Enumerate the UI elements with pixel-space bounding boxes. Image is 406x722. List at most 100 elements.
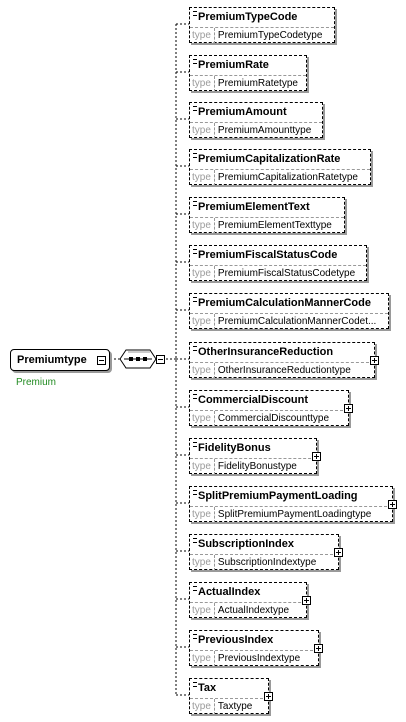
type-label: type bbox=[190, 76, 215, 92]
collapse-icon[interactable] bbox=[97, 356, 106, 365]
element-annotation-icon bbox=[193, 106, 197, 111]
type-label: type bbox=[190, 170, 215, 186]
element-annotation-icon bbox=[193, 682, 197, 687]
element-annotation-icon bbox=[193, 394, 197, 399]
root-element-box[interactable]: Premiumtype bbox=[10, 349, 110, 371]
expand-icon[interactable] bbox=[388, 500, 397, 509]
element-name: PreviousIndex bbox=[198, 634, 274, 646]
element-annotation-icon bbox=[193, 249, 197, 254]
expand-icon[interactable] bbox=[302, 596, 311, 605]
element-name: PremiumCapitalizationRate bbox=[198, 153, 341, 165]
element-name: PremiumTypeCode bbox=[198, 11, 298, 23]
element-name: PremiumAmount bbox=[198, 106, 287, 118]
element-name: OtherInsuranceReduction bbox=[198, 346, 334, 358]
sequence-icon bbox=[120, 349, 157, 369]
type-value: SubscriptionIndextype bbox=[217, 557, 317, 568]
collapse-sequence-icon[interactable] bbox=[156, 355, 165, 364]
element-name: SubscriptionIndex bbox=[198, 538, 294, 550]
type-value: ActualIndextype bbox=[217, 605, 290, 616]
element-name: PremiumFiscalStatusCode bbox=[198, 249, 338, 261]
type-value: PremiumElementTexttype bbox=[217, 220, 332, 231]
expand-icon[interactable] bbox=[370, 356, 379, 365]
type-label: type bbox=[190, 266, 215, 282]
type-value: PreviousIndextype bbox=[217, 653, 301, 664]
type-value: PremiumCapitalizationRatetype bbox=[217, 172, 358, 183]
element-name: FidelityBonus bbox=[198, 442, 271, 454]
element-annotation-icon bbox=[193, 59, 197, 64]
type-label: type bbox=[190, 218, 215, 234]
element-annotation-icon bbox=[193, 297, 197, 302]
type-value: FidelityBonustype bbox=[217, 461, 297, 472]
element-annotation-icon bbox=[193, 153, 197, 158]
expand-icon[interactable] bbox=[312, 452, 321, 461]
expand-icon[interactable] bbox=[334, 548, 343, 557]
root-element-subtitle: Premium bbox=[16, 377, 57, 388]
element-name: ActualIndex bbox=[198, 586, 261, 598]
element-name: Tax bbox=[198, 682, 217, 694]
type-label: type bbox=[190, 28, 215, 44]
type-value: PremiumCalculationMannerCodet... bbox=[217, 316, 377, 327]
type-value: PremiumFiscalStatusCodetype bbox=[217, 268, 356, 279]
sequence-compositor[interactable] bbox=[120, 349, 165, 369]
element-annotation-icon bbox=[193, 346, 197, 351]
type-value: OtherInsuranceReductiontype bbox=[217, 365, 351, 376]
expand-icon[interactable] bbox=[264, 692, 273, 701]
element-name: PremiumRate bbox=[198, 59, 269, 71]
type-label: type bbox=[190, 651, 215, 667]
type-label: type bbox=[190, 363, 215, 379]
element-annotation-icon bbox=[193, 634, 197, 639]
type-value: Taxtype bbox=[217, 701, 253, 712]
element-annotation-icon bbox=[193, 11, 197, 16]
type-label: type bbox=[190, 314, 215, 330]
type-label: type bbox=[190, 459, 215, 475]
type-label: type bbox=[190, 699, 215, 715]
type-value: PremiumRatetype bbox=[217, 78, 298, 89]
expand-icon[interactable] bbox=[314, 644, 323, 653]
type-value: PremiumAmounttype bbox=[217, 125, 312, 136]
type-value: PremiumTypeCodetype bbox=[217, 30, 323, 41]
element-annotation-icon bbox=[193, 538, 197, 543]
type-label: type bbox=[190, 603, 215, 619]
type-label: type bbox=[190, 411, 215, 427]
element-annotation-icon bbox=[193, 490, 197, 495]
expand-icon[interactable] bbox=[344, 404, 353, 413]
type-label: type bbox=[190, 507, 215, 523]
element-name: SplitPremiumPaymentLoading bbox=[198, 490, 358, 502]
type-label: type bbox=[190, 555, 215, 571]
element-name: PremiumCalculationMannerCode bbox=[198, 297, 371, 309]
element-name: PremiumElementText bbox=[198, 201, 310, 213]
element-name: CommercialDiscount bbox=[198, 394, 309, 406]
element-annotation-icon bbox=[193, 442, 197, 447]
